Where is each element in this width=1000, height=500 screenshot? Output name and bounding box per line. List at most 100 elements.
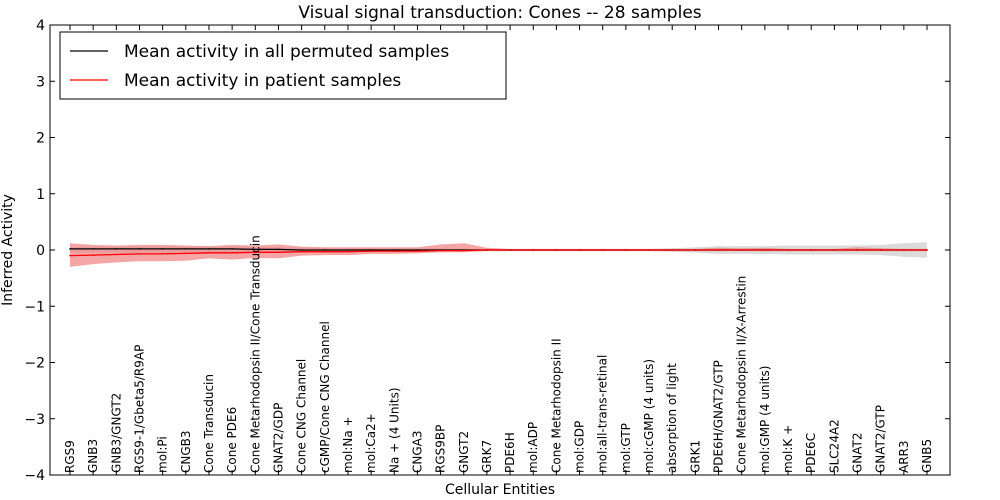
point-series-0-12 — [347, 249, 349, 251]
point-series-0-3 — [138, 248, 141, 250]
x-category-label: Cone Metarhodopsin II/X-Arrestin — [735, 276, 749, 473]
x-category-label: Cone PDE6 — [225, 407, 239, 473]
x-category-label: mol:cGMP (4 units) — [642, 359, 656, 473]
x-category-label: mol:GMP (4 units) — [758, 366, 772, 473]
y-tick-label: 3 — [36, 74, 45, 90]
point-series-1-20 — [532, 249, 534, 251]
x-category-label: mol:all-trans-retinal — [596, 355, 610, 473]
point-series-1-19 — [509, 249, 511, 251]
legend-label-0: Mean activity in all permuted samples — [124, 42, 449, 62]
point-series-0-0 — [69, 248, 71, 250]
point-series-1-30 — [764, 249, 766, 251]
point-series-0-13 — [370, 249, 372, 251]
x-category-label: PDE6C — [804, 433, 818, 473]
x-category-label: cGMP/Cone CNG Channel — [318, 321, 332, 473]
y-tick-label: −2 — [24, 356, 45, 372]
point-series-0-11 — [324, 249, 326, 251]
point-series-0-1 — [92, 248, 94, 250]
x-category-label: RGS9-1/Gbeta5/R9AP — [133, 345, 147, 473]
x-category-label: mol:GDP — [573, 421, 587, 473]
point-series-1-17 — [463, 249, 465, 252]
y-tick-label: −1 — [24, 299, 45, 315]
point-series-1-22 — [578, 249, 581, 251]
point-series-1-35 — [879, 249, 882, 251]
point-series-1-26 — [671, 249, 673, 251]
line-series-1 — [69, 249, 927, 257]
x-category-label: GNB3/GNGT2 — [109, 393, 123, 473]
x-category-label: mol:Na + — [341, 416, 355, 473]
x-category-label: RGS9 — [63, 440, 77, 473]
point-series-1-15 — [416, 250, 419, 252]
point-series-1-3 — [138, 253, 141, 255]
y-tick-label: 2 — [36, 131, 45, 147]
point-series-1-33 — [833, 249, 836, 251]
point-series-1-0 — [69, 254, 71, 257]
point-series-0-6 — [208, 248, 210, 250]
chart-title: Visual signal transduction: Cones -- 28 … — [298, 3, 701, 23]
x-category-label: ARR3 — [897, 440, 911, 473]
point-series-1-13 — [370, 250, 372, 252]
x-axis: RGS9 GNB3 GNB3/GNGT2 RGS9-1/Gbeta5/R9AP mol:… — [63, 25, 934, 475]
point-series-1-6 — [208, 252, 210, 254]
x-category-label: GNB5 — [920, 439, 934, 473]
y-tick-label: −4 — [24, 468, 45, 484]
x-category-label: CNGB3 — [179, 430, 193, 473]
x-category-label: PDE6H — [503, 432, 517, 473]
y-tick-label: 1 — [36, 187, 45, 203]
x-category-label: PDE6H/GNAT2/GTP — [712, 360, 726, 473]
point-series-1-24 — [625, 249, 627, 251]
x-category-label: Cone Transducin — [202, 374, 216, 473]
point-series-1-36 — [903, 249, 905, 251]
point-series-1-1 — [92, 254, 94, 256]
point-series-0-8 — [254, 248, 257, 251]
point-series-1-8 — [254, 251, 257, 254]
y-axis-label: Inferred Activity — [0, 194, 16, 306]
point-series-1-12 — [347, 250, 349, 253]
point-series-0-5 — [185, 248, 187, 250]
point-series-1-25 — [648, 249, 650, 251]
x-category-label: mol:Pi — [156, 436, 170, 473]
point-series-1-2 — [115, 253, 118, 256]
point-series-1-11 — [324, 250, 326, 253]
y-axis: −4 −3 −2 −1 0 1 2 3 4 — [24, 18, 950, 484]
point-series-1-4 — [161, 253, 164, 255]
y-tick-label: −3 — [24, 412, 45, 428]
x-axis-label: Cellular Entities — [445, 482, 555, 498]
x-category-label: Cone Metarhodopsin II — [549, 338, 563, 473]
x-category-label: mol:K + — [781, 425, 795, 473]
point-series-0-9 — [277, 248, 280, 251]
point-series-0-7 — [231, 248, 233, 250]
point-series-1-14 — [393, 250, 396, 252]
y-tick-label: 4 — [36, 18, 45, 34]
legend-label-1: Mean activity in patient samples — [124, 71, 401, 91]
point-series-0-15 — [416, 249, 419, 251]
y-tick-label: 0 — [36, 243, 45, 259]
point-series-1-18 — [486, 249, 488, 251]
x-category-label: CNGA3 — [410, 431, 424, 474]
x-category-label: GRK1 — [688, 440, 702, 473]
x-category-label: mol:ADP — [526, 422, 540, 473]
point-series-1-21 — [555, 249, 558, 251]
point-series-0-4 — [161, 248, 164, 250]
point-series-1-5 — [185, 252, 187, 255]
point-series-1-16 — [439, 249, 442, 252]
x-category-label: GRK7 — [480, 440, 494, 473]
x-category-label: RGS9BP — [434, 425, 448, 473]
point-series-0-2 — [115, 248, 118, 250]
point-series-1-28 — [717, 249, 720, 251]
point-series-1-27 — [694, 249, 697, 251]
point-series-1-29 — [740, 249, 743, 251]
point-series-1-37 — [926, 249, 928, 251]
x-category-label: GNB3 — [86, 439, 100, 473]
x-category-label: Na + (4 Units) — [387, 387, 401, 473]
x-category-label: SLC24A2 — [827, 419, 841, 473]
x-category-label: GNGT2 — [457, 431, 471, 473]
x-category-label: Cone Metarhodopsin II/Cone Transducin — [248, 235, 262, 473]
point-series-1-9 — [277, 251, 280, 254]
point-series-0-10 — [300, 249, 303, 251]
x-category-label: Cone CNG Channel — [295, 359, 309, 473]
x-category-label: GNAT2/GDP — [272, 403, 286, 473]
point-series-1-7 — [231, 252, 233, 254]
point-series-1-32 — [810, 249, 812, 251]
